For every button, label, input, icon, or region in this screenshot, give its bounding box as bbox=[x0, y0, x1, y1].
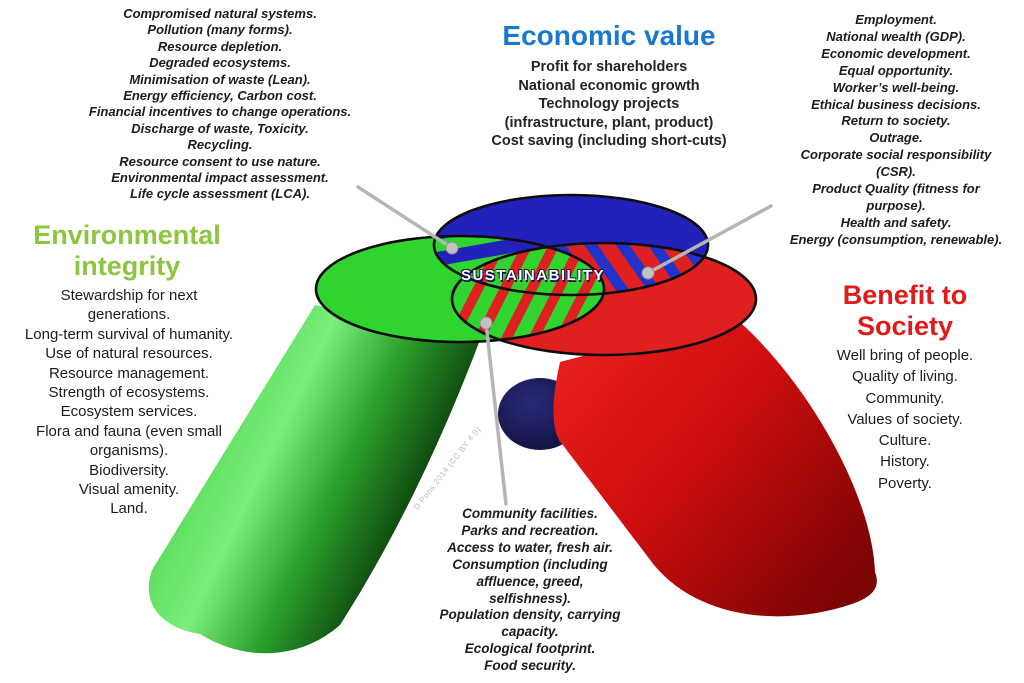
environmental-integrity-list: Stewardship for next generations. Long-t… bbox=[24, 287, 234, 518]
callout-line-economic-society bbox=[646, 204, 773, 275]
economic-value-title: Economic value bbox=[502, 20, 716, 51]
sustainability-center-label: SUSTAINABILITY bbox=[460, 267, 606, 284]
environment-ellipse-outline bbox=[314, 234, 606, 344]
callout-dot-environment-society bbox=[479, 316, 493, 330]
society-ellipse-outline bbox=[450, 241, 758, 357]
callout-line-environment-economic bbox=[356, 185, 454, 250]
benefit-to-society-title: Benefit to Society bbox=[842, 280, 968, 341]
environment-cone-shape bbox=[148, 305, 483, 654]
environment-society-overlap bbox=[452, 243, 604, 342]
callout-dot-economic-society bbox=[641, 266, 655, 280]
economic-society-intersection-list: Employment. National wealth (GDP). Econo… bbox=[789, 12, 1003, 247]
environment-economic-intersection-list: Compromised natural systems. Pollution (… bbox=[88, 6, 352, 202]
economic-ellipse-outline bbox=[432, 193, 710, 297]
environment-society-intersection-list: Community facilities. Parks and recreati… bbox=[439, 506, 621, 674]
economic-value-list: Profit for shareholders National economi… bbox=[491, 59, 727, 150]
callout-line-environment-society bbox=[484, 321, 508, 506]
callout-lines bbox=[356, 185, 773, 506]
callout-dot-environment-economic bbox=[445, 241, 459, 255]
society-cone-shape bbox=[553, 312, 877, 617]
environmental-integrity-title: Environmental integrity bbox=[33, 220, 221, 281]
benefit-to-society-list: Well bring of people. Quality of living.… bbox=[836, 347, 974, 492]
callout-dots bbox=[445, 241, 655, 330]
